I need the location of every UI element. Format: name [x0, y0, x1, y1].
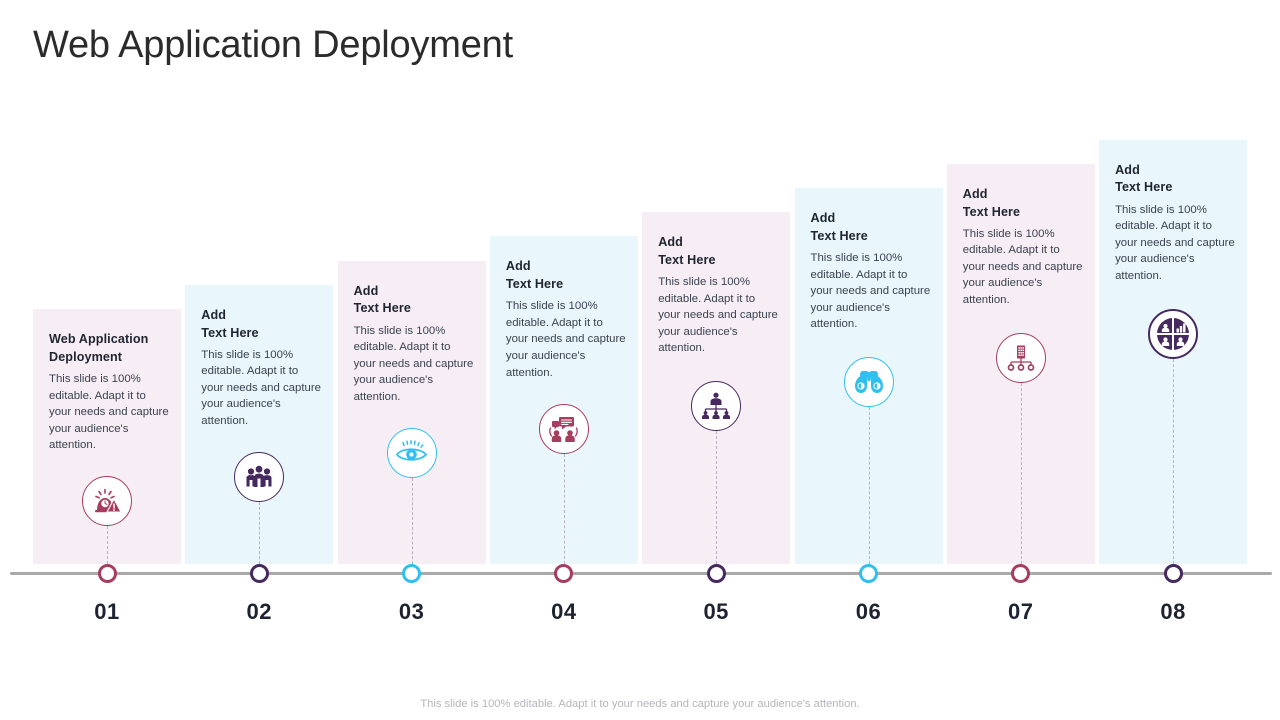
- step-connector-line: [107, 526, 108, 564]
- step-body-text: This slide is 100% editable. Adapt it to…: [505, 300, 626, 379]
- step-number: 03: [398, 599, 425, 624]
- step-heading: Add Text Here: [505, 259, 564, 292]
- discussion-chat-icon: [538, 404, 589, 454]
- org-chart-icon: [691, 381, 742, 431]
- binoculars-icon: [843, 357, 894, 407]
- timeline-marker[interactable]: [97, 564, 117, 583]
- step-body-text: This slide is 100% editable. Adapt it to…: [49, 373, 169, 452]
- step-heading: Add Text Here: [658, 235, 716, 268]
- timeline-marker[interactable]: [706, 564, 726, 583]
- step-number: 08: [1160, 599, 1186, 624]
- building-hierarchy-icon: [995, 333, 1046, 383]
- step-icon-badge[interactable]: [82, 476, 132, 526]
- eye-vision-icon: [386, 428, 437, 478]
- timeline-marker[interactable]: [402, 564, 422, 583]
- step-body-text: This slide is 100% editable. Adapt it to…: [1115, 203, 1235, 282]
- team-people-icon: [234, 452, 285, 502]
- step-icon-badge[interactable]: [691, 381, 742, 431]
- step-number: 02: [246, 599, 273, 624]
- team-quadrant-chart-icon: [1148, 309, 1199, 359]
- timeline-marker[interactable]: [859, 564, 878, 583]
- step-heading: Web Application Deployment: [49, 332, 149, 364]
- footer-note: This slide is 100% editable. Adapt it to…: [420, 698, 860, 710]
- step-icon-badge[interactable]: [1148, 309, 1199, 359]
- step-heading: Add Text Here: [810, 211, 868, 243]
- step-connector-line: [259, 502, 261, 564]
- timeline-marker[interactable]: [554, 564, 574, 583]
- step-body-text: This slide is 100% editable. Adapt it to…: [962, 227, 1083, 306]
- step-icon-badge[interactable]: [386, 428, 437, 478]
- step-heading: Add Text Here: [201, 307, 259, 340]
- step-connector-line: [1173, 359, 1175, 564]
- step-heading: Add Text Here: [353, 283, 411, 316]
- step-body-text: This slide is 100% editable. Adapt it to…: [810, 252, 931, 331]
- step-number: 05: [703, 599, 729, 624]
- page-title: Web Application Deployment: [33, 24, 513, 66]
- alarm-warning-icon: [82, 476, 132, 526]
- timeline-axis: [10, 572, 1272, 575]
- step-number: 07: [1008, 599, 1034, 624]
- step-icon-badge[interactable]: [843, 357, 894, 407]
- timeline-marker[interactable]: [1163, 564, 1183, 583]
- step-number: 04: [551, 599, 577, 624]
- timeline-marker[interactable]: [249, 564, 269, 583]
- step-connector-line: [563, 454, 565, 564]
- step-connector-line: [1020, 383, 1022, 564]
- step-body-text: This slide is 100% editable. Adapt it to…: [353, 324, 474, 403]
- timeline-marker[interactable]: [1011, 564, 1031, 583]
- step-connector-line: [716, 431, 718, 564]
- step-body-text: This slide is 100% editable. Adapt it to…: [658, 276, 778, 355]
- step-icon-badge[interactable]: [538, 404, 589, 454]
- step-icon-badge[interactable]: [234, 452, 285, 502]
- step-heading: Add Text Here: [962, 186, 1021, 219]
- step-number: 01: [94, 599, 120, 624]
- step-icon-badge[interactable]: [995, 333, 1046, 383]
- step-connector-line: [868, 407, 870, 564]
- step-body-text: This slide is 100% editable. Adapt it to…: [201, 348, 321, 427]
- step-connector-line: [411, 478, 413, 564]
- step-number: 06: [855, 599, 882, 624]
- step-heading: Add Text Here: [1115, 162, 1173, 195]
